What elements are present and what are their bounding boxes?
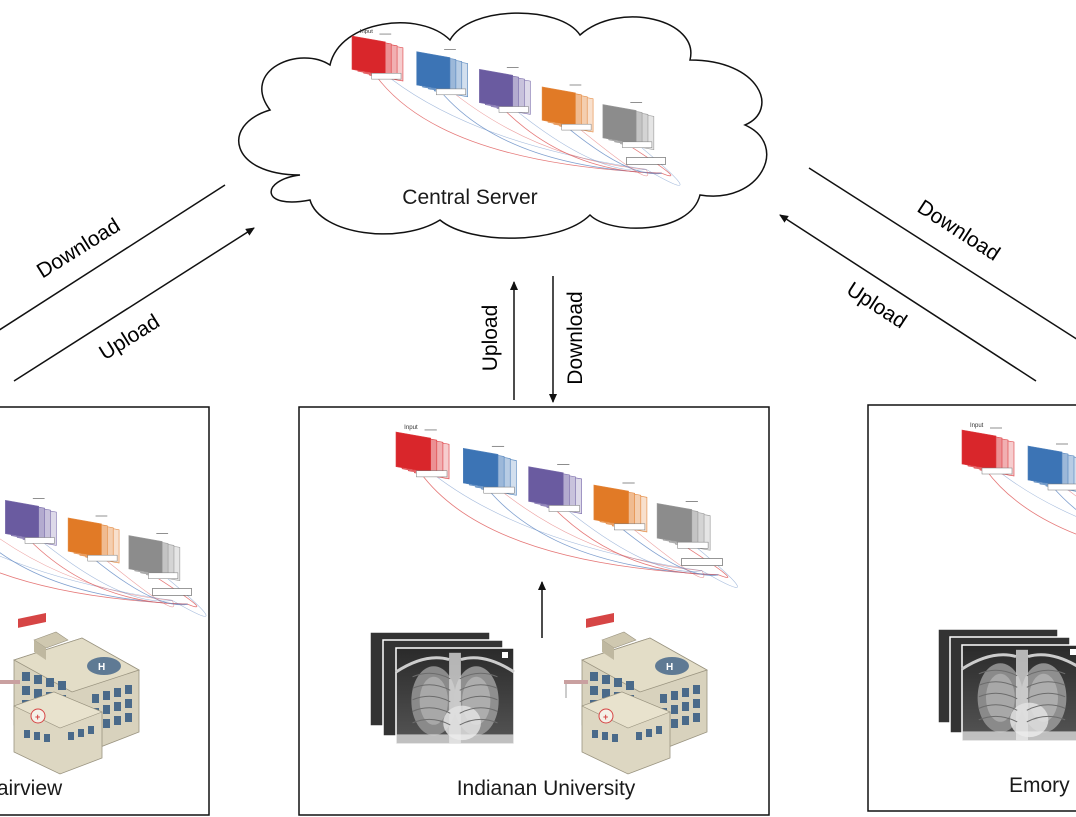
layer-block-x2: [528, 464, 582, 514]
svg-text:H: H: [98, 662, 105, 673]
center-upload-label: Upload: [479, 305, 502, 372]
right-xray-stack: [937, 628, 1076, 742]
center-network-diagram: Input: [395, 424, 738, 588]
center-site-label: Indianan University: [457, 777, 636, 800]
site-frame: [867, 404, 1076, 812]
left-download-label: Download: [33, 214, 124, 283]
right-site-label: Emory: [1009, 774, 1070, 797]
skip-connections: [0, 535, 207, 617]
layer-block-x2: [479, 67, 531, 115]
svg-text:H: H: [666, 662, 673, 673]
center-download-label: Download: [564, 291, 587, 384]
right-upload-arrow: [779, 214, 1037, 382]
right-upload-label: Upload: [842, 278, 910, 334]
layer-block-x2: [5, 498, 57, 546]
site-box-left: Input H+ Fairview: [0, 406, 210, 816]
layer-block-x4: [128, 533, 181, 582]
right-download-label: Download: [913, 195, 1004, 265]
central-server-cloud: Input Central Server: [238, 12, 768, 239]
svg-text:+: +: [35, 712, 40, 722]
left-network-diagram: Input: [0, 498, 207, 617]
right-download-arrow: [808, 167, 1076, 340]
center-xray-stack: [369, 631, 515, 745]
layer-block-x4: [656, 501, 711, 551]
left-links: Download Upload: [0, 184, 255, 382]
server-network-diagram: Input: [351, 29, 681, 186]
central-server-label: Central Server: [402, 186, 537, 209]
svg-text:Input: Input: [404, 424, 418, 431]
left-site-label: Fairview: [0, 777, 63, 800]
site-box-right: Input Emory: [867, 404, 1076, 812]
right-network-diagram: Input: [961, 423, 1076, 535]
layer-block-x1: [1027, 443, 1076, 492]
svg-text:Input: Input: [360, 29, 373, 35]
left-upload-arrow: [13, 227, 255, 382]
left-hospital-building: H+: [0, 612, 140, 775]
skip-connections: [420, 468, 738, 588]
skip-connections: [375, 71, 681, 186]
skip-connections: [985, 465, 1076, 535]
layer-block-x1: [463, 445, 517, 496]
svg-text:+: +: [603, 712, 608, 722]
layer-block-x3: [593, 482, 648, 533]
site-box-center: Input H+ Indianan University: [298, 406, 770, 816]
layer-block-x3: [67, 515, 120, 564]
center-hospital-building: H+: [564, 612, 708, 775]
layer-block-x4: [602, 102, 655, 151]
layer-block-x0: [395, 429, 450, 480]
layer-block-x1: [416, 49, 468, 98]
left-upload-label: Upload: [95, 310, 164, 365]
layer-block-x3: [541, 84, 594, 133]
layer-block-x0: [961, 427, 1015, 477]
left-download-arrow: [0, 184, 226, 331]
right-links: Download Upload: [779, 167, 1076, 382]
center-links: Upload Download: [479, 276, 587, 403]
layer-block-x0: [351, 33, 404, 82]
svg-text:Input: Input: [970, 423, 984, 429]
